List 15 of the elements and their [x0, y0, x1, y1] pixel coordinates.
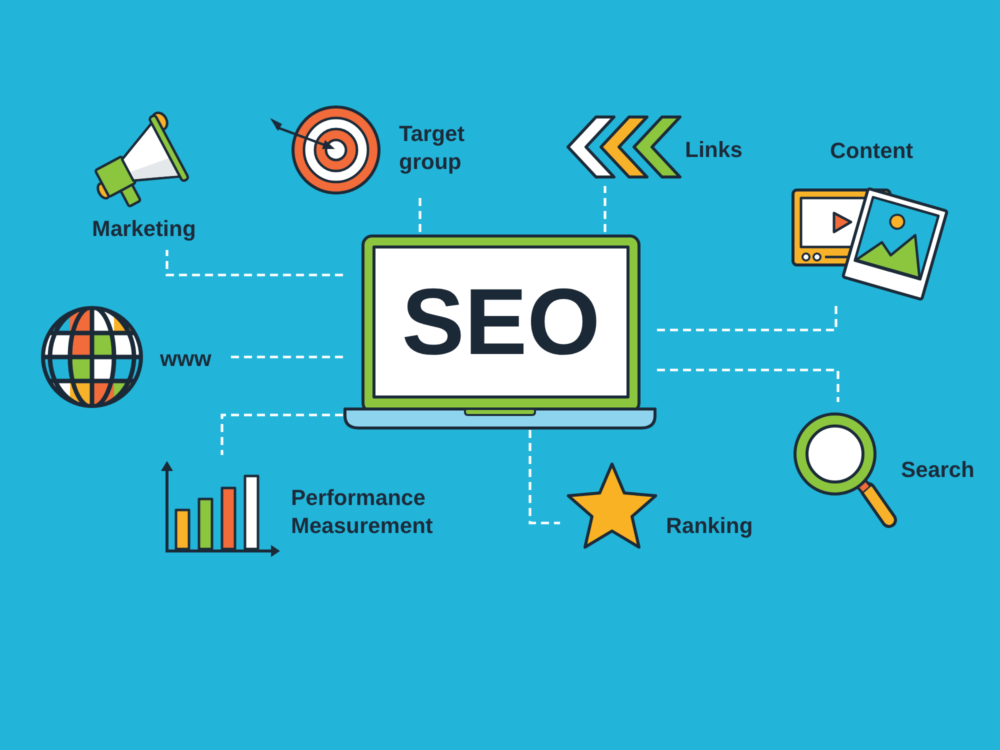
connector-line — [220, 414, 343, 455]
connector-line — [528, 430, 560, 524]
node-label: Links — [685, 136, 742, 164]
node-label: Target group — [399, 120, 465, 175]
node-label: Ranking — [666, 512, 753, 540]
connector-line — [166, 250, 343, 276]
node-label: Search — [901, 456, 974, 484]
node-label: Performance Measurement — [291, 484, 433, 539]
connector-line — [604, 186, 606, 232]
node-label: www — [160, 345, 212, 372]
node-label: Content — [830, 137, 914, 164]
connector-line — [418, 197, 422, 232]
node-label: Marketing — [92, 215, 196, 242]
screen-title: SEO — [402, 275, 600, 369]
connector-line — [657, 368, 840, 402]
